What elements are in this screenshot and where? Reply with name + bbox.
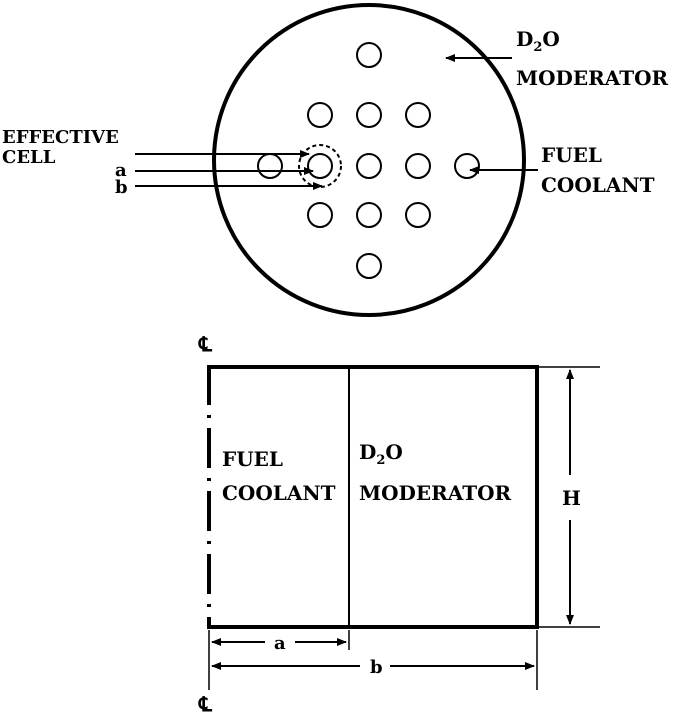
cell-label: CELL <box>2 147 56 168</box>
fuel-channel <box>356 102 382 128</box>
side-moderator-label: MODERATOR <box>359 481 511 505</box>
radius-b-label: b <box>115 177 128 198</box>
side-d2o-label: D2O <box>359 440 403 468</box>
effective-cell-boundary <box>298 144 342 188</box>
calandria-circle <box>212 3 526 317</box>
fuel-channel-array <box>257 42 480 279</box>
height-label: H <box>562 486 581 510</box>
fuel-label: FUEL <box>541 143 602 167</box>
fuel-channel <box>356 153 382 179</box>
fuel-channel <box>307 202 333 228</box>
side-view: ℄ ℄ FUEL COOLANT D2O MODERATOR H a b <box>198 332 600 715</box>
centerline-top-symbol: ℄ <box>198 332 213 356</box>
fuel-channel <box>405 202 431 228</box>
coolant-label: COOLANT <box>541 173 655 197</box>
fuel-channel <box>257 153 283 179</box>
fuel-channel <box>454 153 480 179</box>
a-dimension-label: a <box>274 633 286 654</box>
top-view: D2O MODERATOR EFFECTIVE CELL a b FUEL CO… <box>2 3 668 317</box>
centerline-bottom-symbol: ℄ <box>198 692 213 715</box>
fuel-channel <box>356 253 382 279</box>
fuel-channel <box>405 102 431 128</box>
fuel-channel <box>356 42 382 68</box>
moderator-label: MODERATOR <box>516 66 668 90</box>
effective-label: EFFECTIVE <box>2 127 119 148</box>
b-dimension-label: b <box>370 657 383 678</box>
fuel-channel <box>307 102 333 128</box>
side-fuel-label: FUEL <box>222 447 283 471</box>
fuel-channel-effective-cell <box>307 153 333 179</box>
radius-a-label: a <box>115 160 127 181</box>
fuel-channel <box>356 202 382 228</box>
side-coolant-label: COOLANT <box>222 481 336 505</box>
d2o-label: D2O <box>516 27 560 55</box>
fuel-channel <box>405 153 431 179</box>
